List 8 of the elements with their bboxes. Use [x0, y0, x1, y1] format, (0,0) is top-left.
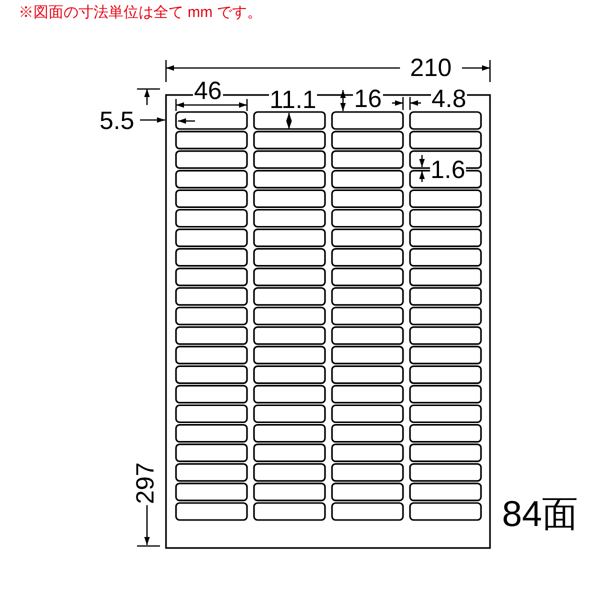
dimension-label: 5.5	[98, 110, 136, 132]
dimension-label: 11.1	[268, 88, 318, 111]
dimension-label: 4.8	[430, 88, 468, 110]
sheet-count-label: 84面	[501, 498, 580, 530]
dimension-label: 46	[193, 80, 223, 102]
dimension-label: 16	[353, 88, 383, 110]
dimension-label: 1.6	[430, 158, 466, 181]
dimension-label: 210	[409, 56, 453, 79]
